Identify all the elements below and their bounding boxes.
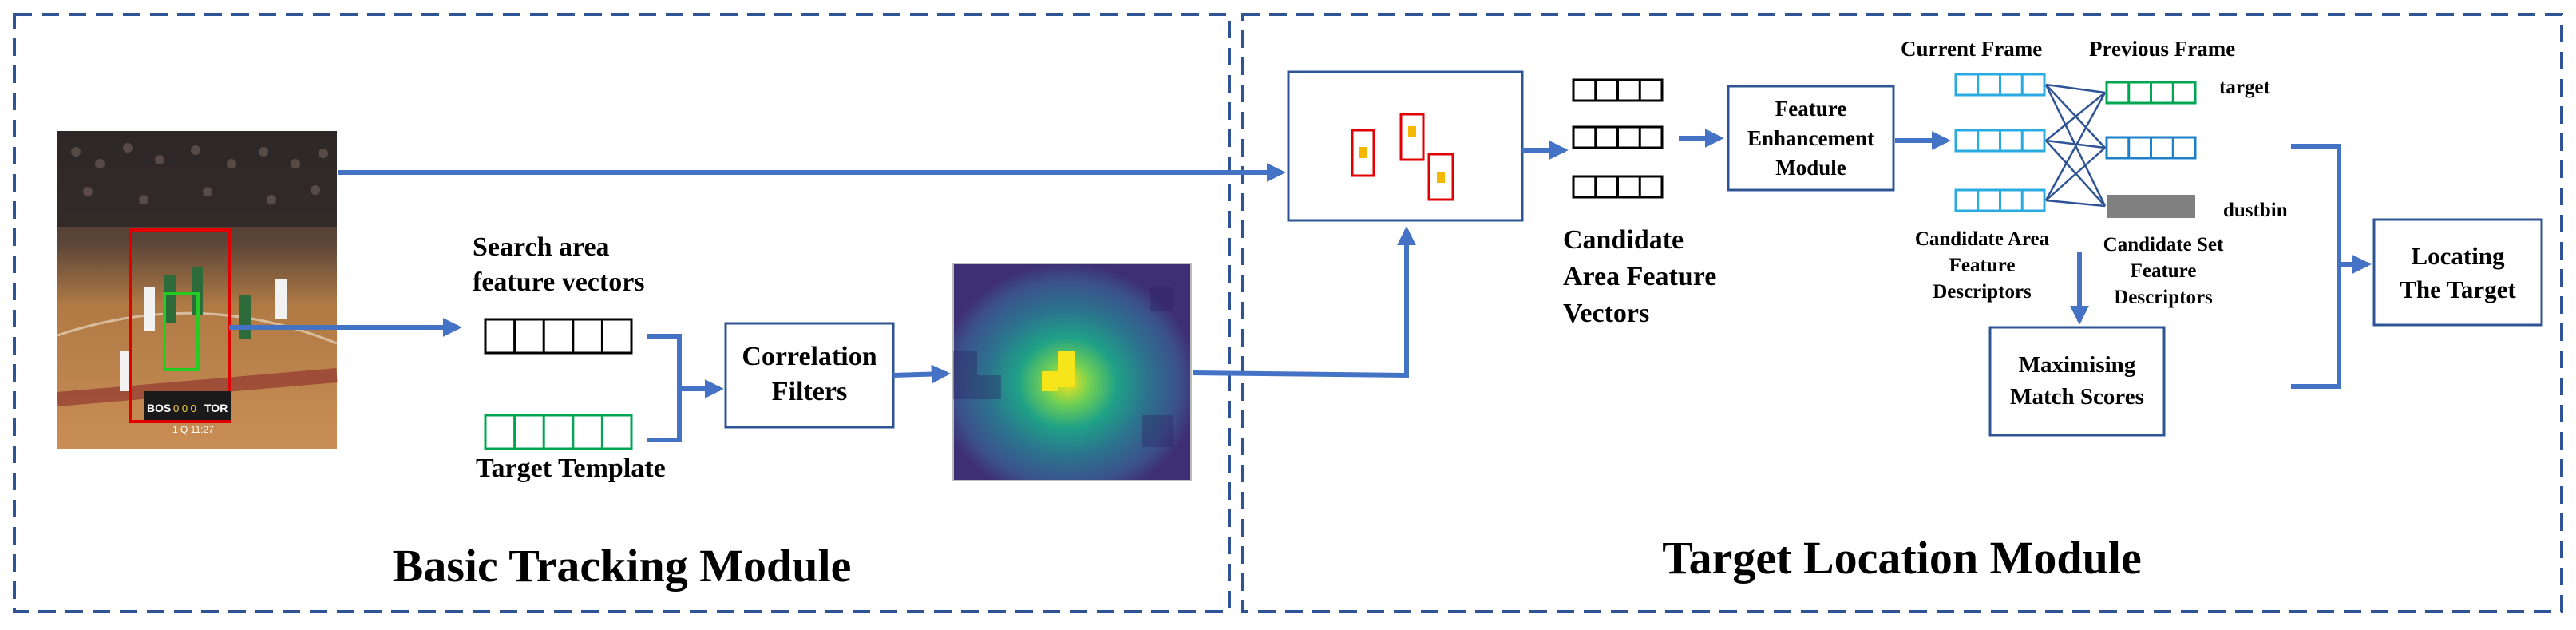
previous-target-vector [2105, 81, 2197, 105]
search-area-label: Search area feature vectors [473, 230, 645, 300]
target-label: target [2219, 77, 2270, 98]
feature-enhancement-line-2: Enhancement [1747, 126, 1874, 150]
candidate-area-label: Candidate Area Feature Vectors [1563, 222, 1716, 332]
locating-label: Locating The Target [2374, 240, 2542, 307]
candidate-area-line-3: Vectors [1563, 299, 1650, 328]
maximising-line-2: Match Scores [2010, 384, 2144, 410]
maximising-label: Maximising Match Scores [1990, 349, 2164, 413]
basic-tracking-title: Basic Tracking Module [392, 540, 852, 592]
maximising-line-1: Maximising [2018, 352, 2136, 378]
basketball-video-frame-icon: BOS 0 0 0 TOR 1 Q 11:27 [57, 131, 338, 449]
previous-frame-vector [2105, 136, 2197, 160]
correlation-line-1: Correlation [742, 342, 877, 371]
dustbin-label: dustbin [2223, 200, 2288, 221]
correlation-filters-box [724, 322, 895, 429]
correlation-filters-label: Correlation Filters [726, 339, 893, 410]
candidate-frame-box [1287, 70, 1524, 222]
csd-line-3: Descriptors [2114, 287, 2213, 308]
current-frame-label: Current Frame [1901, 37, 2043, 61]
cad-line-2: Feature [1949, 255, 2016, 276]
locating-target-box [2372, 218, 2543, 327]
target-location-panel [1241, 13, 2563, 613]
search-area-line-1: Search area [473, 232, 610, 262]
target-template-label: Target Template [476, 454, 666, 483]
current-frame-vectors [1954, 73, 2046, 212]
locating-line-1: Locating [2411, 242, 2505, 270]
feature-enhancement-line-1: Feature [1775, 97, 1847, 121]
csd-line-2: Feature [2130, 260, 2197, 282]
csd-line-1: Candidate Set [2103, 234, 2224, 256]
candidate-set-descriptors-label: Candidate Set Feature Descriptors [2087, 232, 2239, 311]
candidate-area-vectors [1572, 78, 1664, 199]
feature-enhancement-line-3: Module [1775, 156, 1846, 180]
target-template-vector [484, 414, 633, 450]
correlation-line-2: Filters [771, 377, 848, 406]
score-right: TOR [204, 402, 228, 414]
matching-lines [2044, 83, 2107, 208]
cad-line-3: Descriptors [1933, 281, 2032, 303]
dustbin-bar [2107, 195, 2195, 218]
previous-frame-label: Previous Frame [2089, 37, 2236, 61]
score-left: BOS [147, 402, 171, 414]
candidate-boxes [1351, 113, 1454, 201]
locating-line-2: The Target [2400, 275, 2516, 303]
flow-arrows [229, 129, 2372, 442]
search-feature-vector [484, 318, 633, 355]
feature-enhancement-label: Feature Enhancement Module [1728, 94, 1893, 183]
feature-enhancement-box [1727, 85, 1895, 192]
target-location-title: Target Location Module [1662, 532, 2142, 584]
candidate-area-descriptors-label: Candidate Area Feature Descriptors [1898, 226, 2066, 305]
candidate-area-line-2: Area Feature [1563, 262, 1717, 291]
score-center: 0 0 0 [173, 402, 196, 414]
correlation-response-heatmap-icon [952, 263, 1192, 481]
cad-line-1: Candidate Area [1914, 228, 2050, 250]
search-area-line-2: feature vectors [473, 267, 645, 297]
game-clock: 1 Q 11:27 [172, 424, 214, 435]
maximising-match-scores-box [1988, 326, 2166, 437]
candidate-area-line-1: Candidate [1563, 225, 1684, 255]
basic-tracking-panel [13, 13, 1231, 613]
target-bbox-green [163, 292, 200, 371]
